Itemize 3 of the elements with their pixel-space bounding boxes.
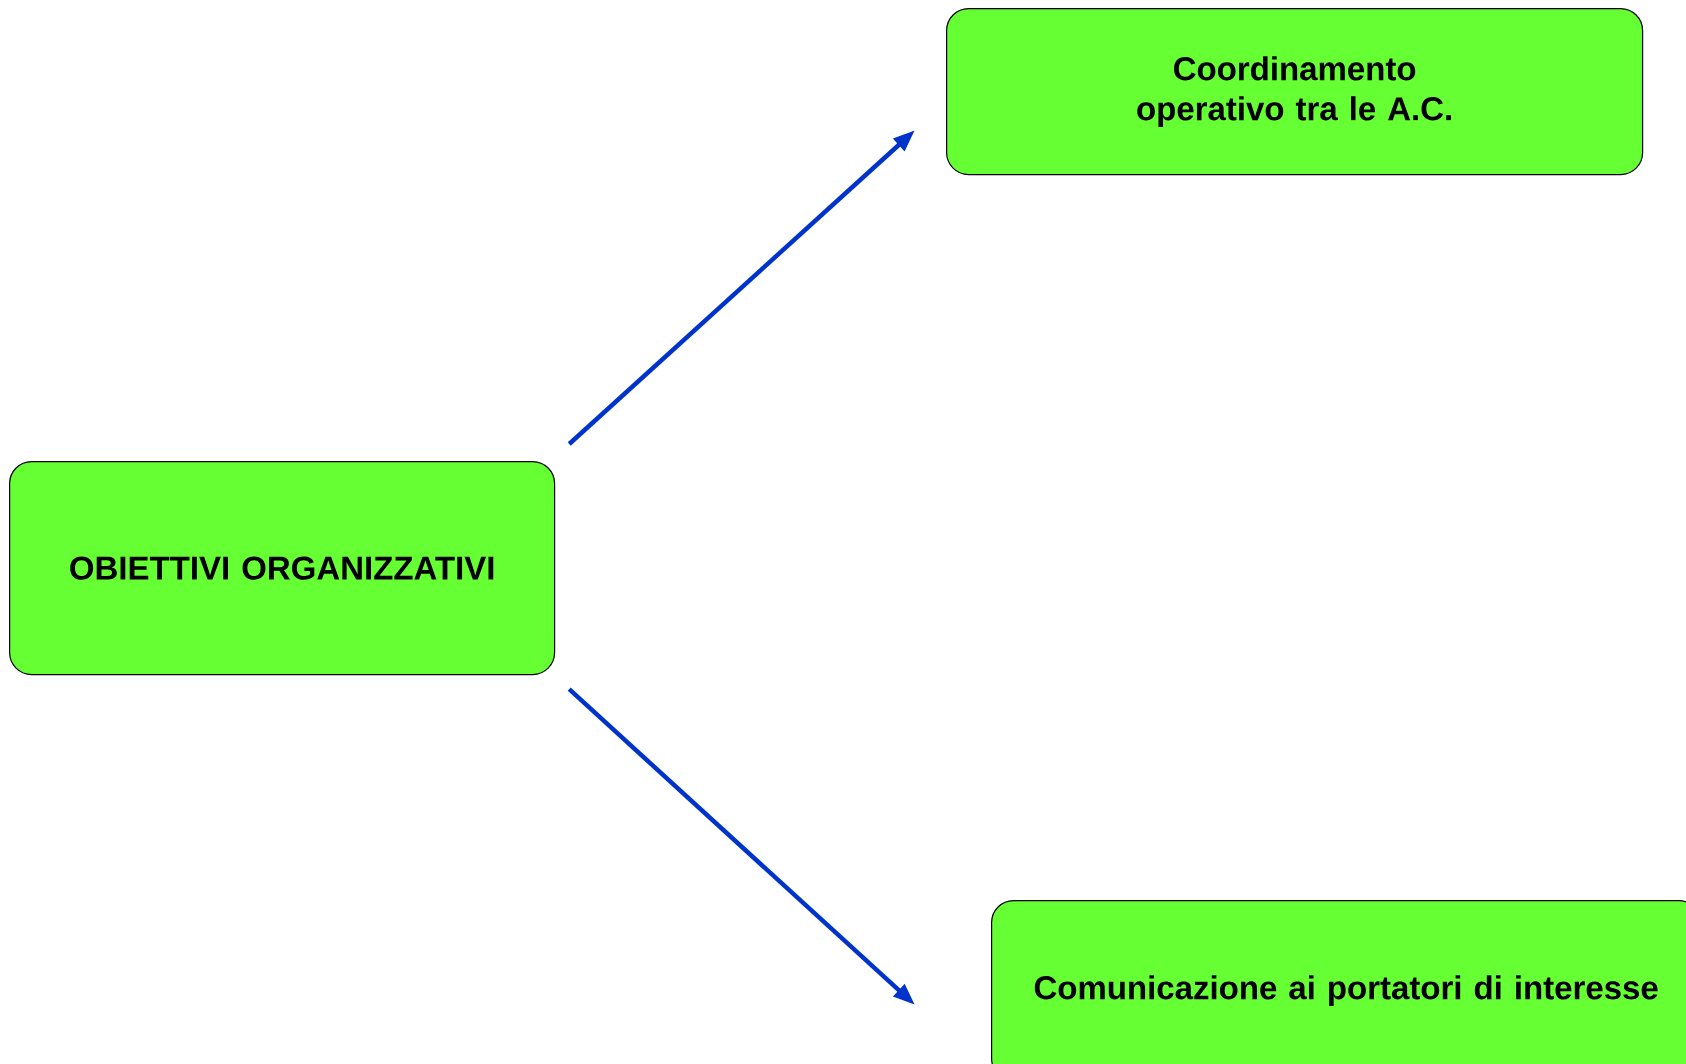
process-box: OBIETTIVI ORGANIZZATIVI [9, 461, 556, 676]
process-box: Coordinamento operativo tra le A.C. [946, 8, 1644, 176]
process-box: Comunicazione ai portatori di interesse [991, 900, 1686, 1064]
